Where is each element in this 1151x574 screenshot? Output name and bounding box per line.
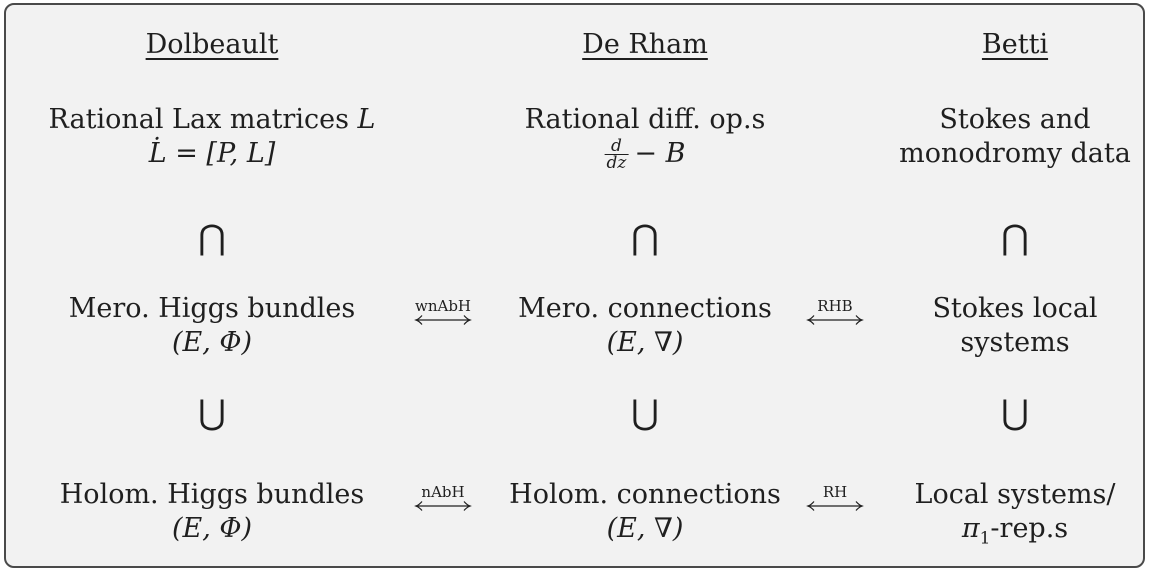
mero-higgs-label: Mero. Higgs bundles (68, 293, 356, 324)
lax-matrices-label: Rational Lax matrices (48, 104, 349, 135)
holom-higgs-pair: (E, Φ) (171, 513, 253, 544)
lax-matrices-cell: Rational Lax matrices L L̇ = [P, L] (49, 103, 376, 171)
intersection-symbol-dolbeault: ⋂ (198, 218, 226, 258)
diagram-frame (4, 3, 1145, 568)
stokes-monodromy-cell: Stokes and monodromy data (899, 103, 1131, 171)
stokes-local-systems-line1: Stokes local (932, 293, 1098, 324)
arrow-nabh: nAbH (414, 484, 472, 512)
holom-higgs-cell: Holom. Higgs bundles (E, Φ) (60, 478, 364, 546)
arrow-wnabh-label: wnAbH (414, 297, 471, 315)
double-arrow-icon (414, 315, 472, 325)
stokes-monodromy-line1: Stokes and (939, 104, 1091, 135)
arrow-rhb: RHB (806, 298, 864, 326)
union-symbol-derham: ⋃ (631, 393, 659, 433)
diff-operator-suffix: − B (634, 138, 686, 169)
mero-higgs-pair: (E, Φ) (171, 327, 253, 358)
rep-suffix: -rep.s (990, 513, 1069, 544)
arrow-rh: RH (806, 484, 864, 512)
lax-equation: L̇ = [P, L] (148, 138, 276, 169)
holom-connections-pair: (E, ∇) (606, 513, 684, 544)
double-arrow-icon (806, 315, 864, 325)
header-dolbeault: Dolbeault (145, 29, 279, 60)
lax-matrix-variable: L (357, 104, 376, 135)
holom-connections-label: Holom. connections (509, 479, 781, 510)
mero-connections-pair: (E, ∇) (606, 327, 684, 358)
intersection-symbol-derham: ⋂ (631, 218, 659, 258)
union-symbol-dolbeault: ⋃ (198, 393, 226, 433)
mero-connections-label: Mero. connections (518, 293, 772, 324)
double-arrow-icon (414, 501, 472, 511)
arrow-wnabh: wnAbH (414, 298, 472, 326)
stokes-local-systems-line2: systems (960, 327, 1070, 358)
diff-operators-label: Rational diff. op.s (524, 104, 766, 135)
local-systems-line1: Local systems/ (914, 479, 1116, 510)
mero-connections-cell: Mero. connections (E, ∇) (518, 292, 772, 360)
header-derham: De Rham (582, 29, 708, 60)
diff-operators-cell: Rational diff. op.s d dz − B (524, 103, 766, 173)
holom-higgs-label: Holom. Higgs bundles (59, 479, 365, 510)
arrow-rh-label: RH (822, 483, 848, 501)
derivative-fraction: d dz (604, 136, 629, 173)
holom-connections-cell: Holom. connections (E, ∇) (509, 478, 781, 546)
stokes-monodromy-line2: monodromy data (899, 138, 1131, 169)
union-symbol-betti: ⋃ (1001, 393, 1029, 433)
stokes-local-systems-cell: Stokes local systems (932, 292, 1097, 360)
header-betti: Betti (981, 29, 1049, 60)
pi-one-symbol: π (961, 513, 980, 544)
pi-subscript: 1 (979, 528, 991, 549)
local-systems-cell: Local systems/ π1-rep.s (915, 478, 1116, 555)
mero-higgs-cell: Mero. Higgs bundles (E, Φ) (69, 292, 355, 360)
arrow-rhb-label: RHB (817, 297, 853, 315)
double-arrow-icon (806, 501, 864, 511)
intersection-symbol-betti: ⋂ (1001, 218, 1029, 258)
arrow-nabh-label: nAbH (421, 483, 465, 501)
